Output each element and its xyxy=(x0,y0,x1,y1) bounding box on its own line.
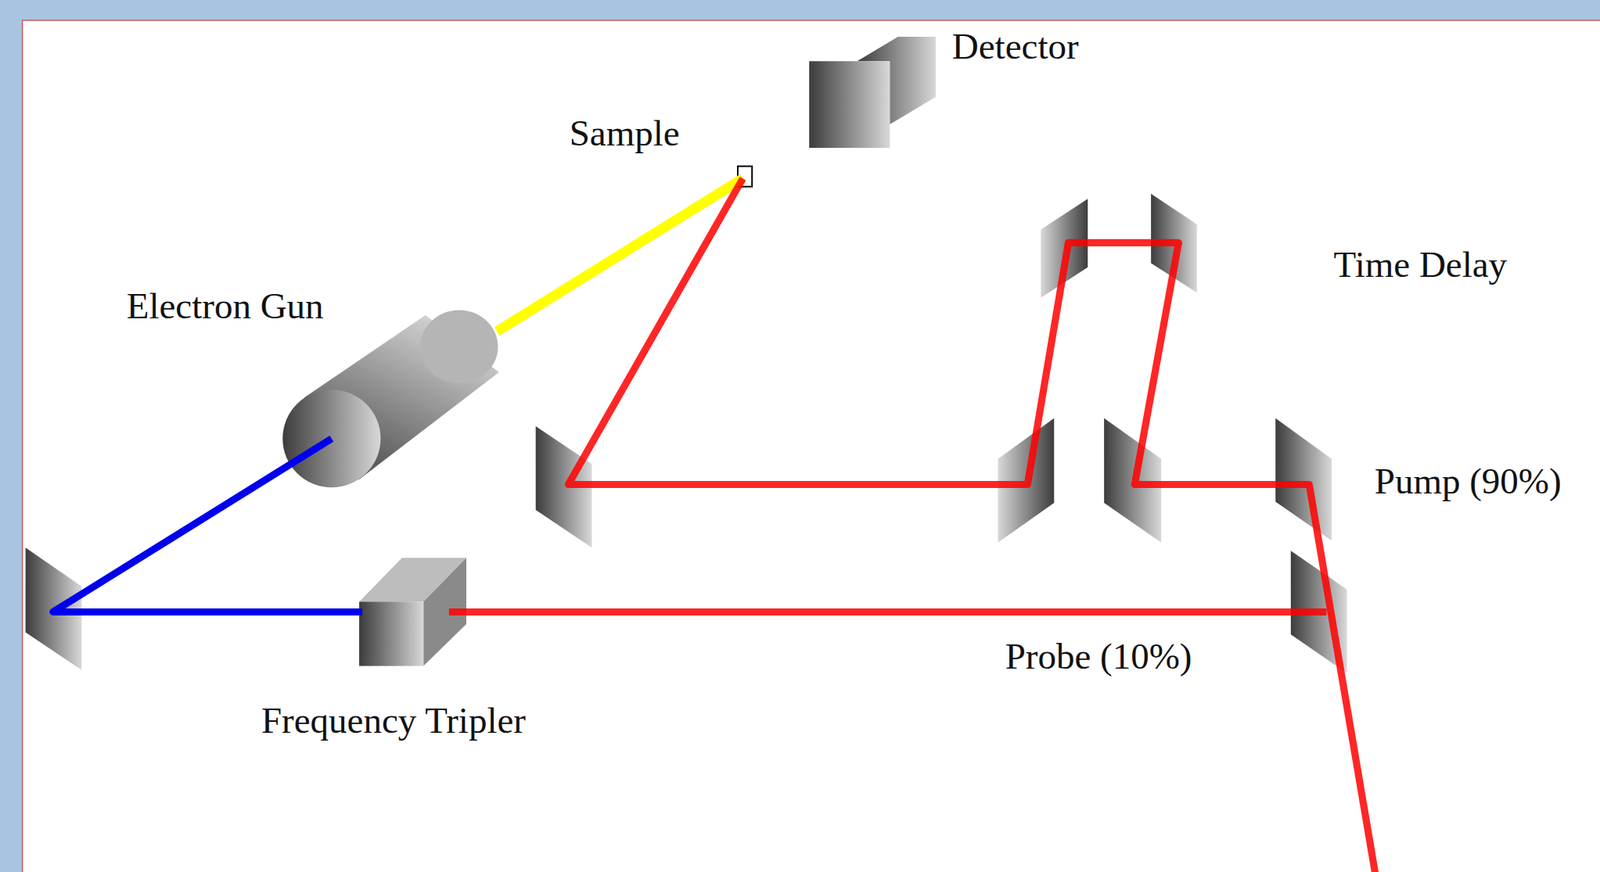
electron-beam xyxy=(496,178,743,332)
part-label: Probe (10%) xyxy=(1005,636,1193,678)
electron-gun-end xyxy=(420,309,498,384)
detector xyxy=(808,61,890,148)
frequency-tripler xyxy=(359,601,424,666)
panel xyxy=(22,20,1600,872)
part-label: Pump (90%) xyxy=(1374,461,1562,503)
part-label: Electron Gun xyxy=(126,286,324,328)
pump-beam xyxy=(568,178,1376,872)
uv-beam xyxy=(53,438,363,613)
part-label: Detector xyxy=(952,26,1079,68)
mirror xyxy=(1275,418,1332,541)
probe-beam xyxy=(449,608,1327,616)
part-label: Sample xyxy=(569,113,680,155)
part-label: Frequency Tripler xyxy=(261,701,526,742)
part-label: Time Delay xyxy=(1333,244,1508,286)
